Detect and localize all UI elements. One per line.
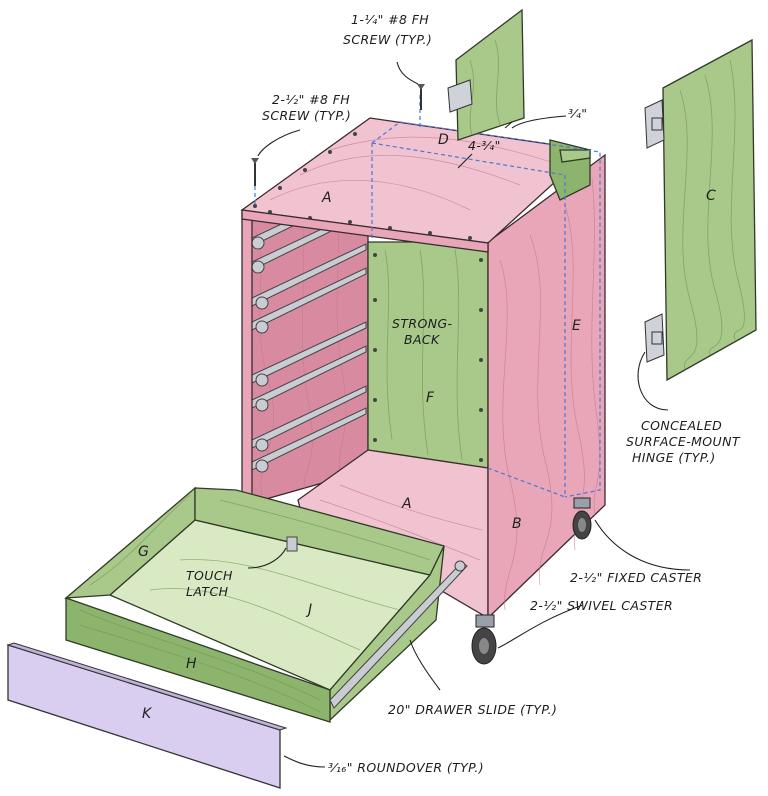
label-roundover: ³⁄₁₆" ROUNDOVER (TYP.): [328, 760, 484, 775]
door-c: [644, 38, 757, 382]
swivel-caster: [471, 614, 497, 665]
label-screw-top-2: SCREW (TYP.): [343, 32, 432, 47]
annotation-labels: 1-¹⁄₄" #8 FH SCREW (TYP.) 2-¹⁄₂" #8 FH S…: [186, 12, 741, 775]
drawer-box: [64, 486, 468, 723]
label-dim-3-4: ³⁄₄": [568, 106, 587, 121]
part-a-top: A: [321, 190, 332, 206]
part-letters: A A B C D E F G H J K: [138, 132, 716, 722]
part-c: C: [706, 188, 716, 204]
part-e: E: [572, 318, 581, 334]
part-j: J: [305, 602, 312, 618]
part-d: D: [438, 132, 449, 148]
label-touch-latch-1: TOUCH: [186, 568, 233, 583]
interior-drawer-slides: [251, 183, 367, 473]
part-k: K: [142, 706, 153, 722]
case-left-front-edge: [241, 209, 253, 522]
label-drawer-slide: 20" DRAWER SLIDE (TYP.): [388, 702, 557, 717]
part-b: B: [512, 516, 522, 532]
leader-lines: [247, 61, 691, 768]
label-fixed-caster: 2-¹⁄₂" FIXED CASTER: [570, 570, 702, 585]
screw-left: [251, 158, 259, 186]
label-hinge-3: HINGE (TYP.): [632, 450, 716, 465]
drawer-front-k: [6, 642, 288, 789]
label-strongback-2: BACK: [404, 332, 441, 347]
label-touch-latch-2: LATCH: [186, 584, 229, 599]
part-g: G: [138, 544, 149, 560]
label-screw-left-2: SCREW (TYP.): [262, 108, 351, 123]
label-screw-left-1: 2-¹⁄₂" #8 FH: [272, 92, 350, 107]
top-panel-a: [240, 117, 592, 253]
screw-top: [417, 84, 425, 110]
part-h: H: [186, 656, 197, 672]
fixed-caster: [572, 497, 592, 540]
label-strongback-1: STRONG-: [392, 316, 453, 331]
part-a-bottom: A: [401, 496, 412, 512]
filler-strip-d: [549, 139, 591, 201]
label-hinge-1: CONCEALED: [641, 418, 722, 433]
label-hinge-2: SURFACE-MOUNT: [626, 434, 741, 449]
label-screw-top-1: 1-¹⁄₄" #8 FH: [351, 12, 429, 27]
label-dim-4-3-4: 4-³⁄₄": [468, 138, 501, 153]
label-swivel-caster: 2-¹⁄₂" SWIVEL CASTER: [530, 598, 673, 613]
part-f: F: [426, 390, 435, 406]
hidden-lines-e: [254, 95, 601, 498]
door-upper: [447, 8, 525, 141]
strongback-panel-f: [367, 241, 489, 469]
